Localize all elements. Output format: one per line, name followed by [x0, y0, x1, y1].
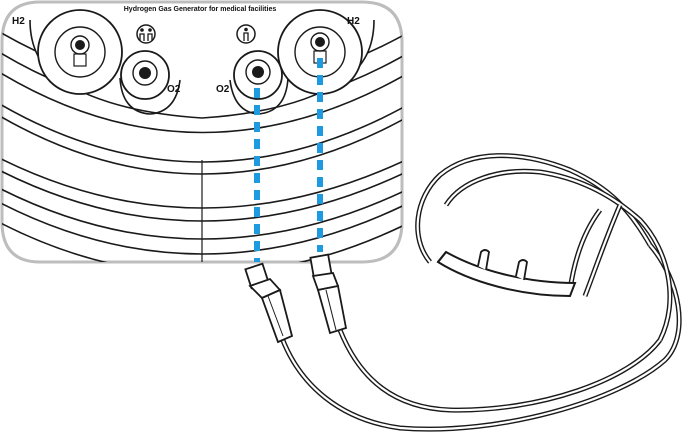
- single-person-icon: [236, 24, 256, 44]
- right-o2-port: [229, 50, 289, 115]
- left-o2-label: O2: [167, 84, 181, 95]
- o2-tube-connector: [244, 262, 294, 344]
- left-o2-port: [119, 50, 181, 115]
- right-o2-label: O2: [216, 84, 230, 95]
- nasal-cannula: [279, 153, 682, 432]
- device-title: Hydrogen Gas Generator for medical facil…: [124, 6, 277, 13]
- connection-guides: [254, 58, 323, 262]
- h2-tube: [337, 329, 662, 413]
- left-h2-label: H2: [12, 16, 25, 27]
- nose-piece: [436, 249, 577, 298]
- device-panel: Hydrogen Gas Generator for medical facil…: [0, 0, 404, 264]
- h2-tube-connector: [309, 253, 348, 335]
- right-h2-port: [277, 9, 363, 95]
- left-h2-port: [37, 9, 123, 95]
- two-persons-icon: [136, 24, 156, 44]
- right-h2-label: H2: [347, 16, 360, 27]
